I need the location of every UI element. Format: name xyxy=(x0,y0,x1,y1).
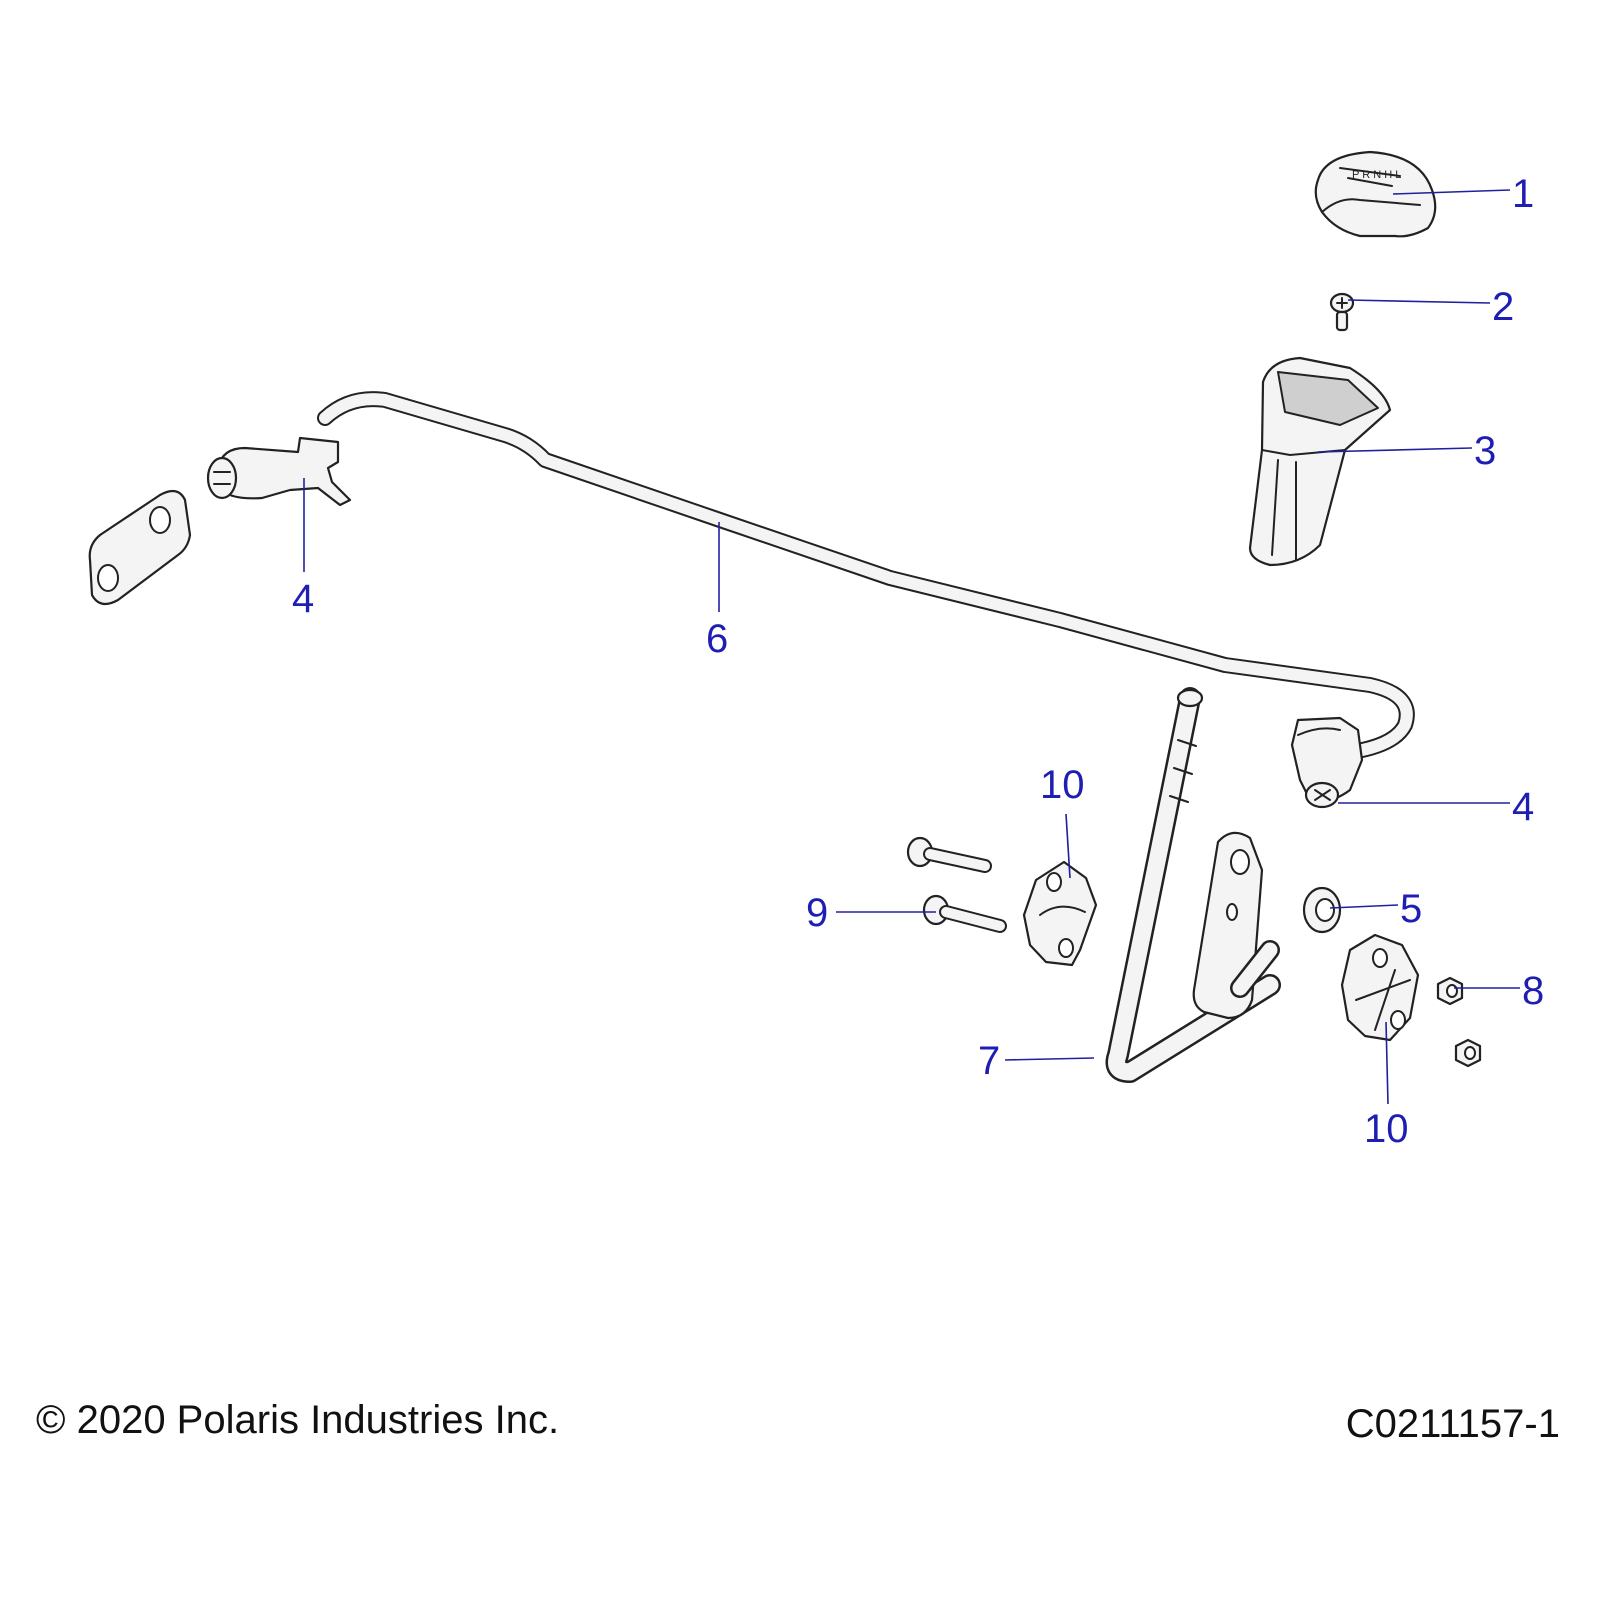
drawing-number: C0211157-1 xyxy=(1345,1402,1560,1446)
bushing-block-right xyxy=(1340,933,1420,1042)
callout-2: 2 xyxy=(1492,285,1514,329)
callout-8: 8 xyxy=(1522,969,1544,1013)
bolt-upper xyxy=(906,836,992,873)
callout-7: 7 xyxy=(978,1039,1000,1083)
mounting-plate-left xyxy=(88,489,192,606)
leader-lines xyxy=(303,189,1520,1105)
bushing-block-left xyxy=(1022,860,1098,967)
shift-rod xyxy=(317,391,1415,760)
screw xyxy=(1329,292,1355,332)
callout-3: 3 xyxy=(1474,429,1496,473)
shift-boot xyxy=(1248,356,1392,567)
rod-end-clip-right xyxy=(1290,716,1364,809)
rod-end-clip-left xyxy=(206,436,352,507)
callout-1: 1 xyxy=(1512,172,1534,216)
nut-lower xyxy=(1454,1038,1482,1068)
callout-6: 6 xyxy=(706,617,728,661)
shift-knob-cap: P R N H L xyxy=(1314,150,1437,238)
callout-4-right: 4 xyxy=(1512,785,1534,829)
callout-10-upper: 10 xyxy=(1040,763,1085,807)
nut-upper xyxy=(1436,976,1464,1006)
callout-9: 9 xyxy=(806,891,828,935)
shift-lever xyxy=(1105,687,1281,1083)
callout-5: 5 xyxy=(1400,887,1422,931)
washer xyxy=(1302,886,1342,934)
svg-text:P R N H L: P R N H L xyxy=(1352,169,1401,181)
copyright-notice: © 2020 Polaris Industries Inc. xyxy=(36,1398,560,1442)
callout-10-lower: 10 xyxy=(1364,1107,1409,1151)
callout-4-left: 4 xyxy=(292,577,314,621)
bolt-lower xyxy=(922,894,1007,933)
